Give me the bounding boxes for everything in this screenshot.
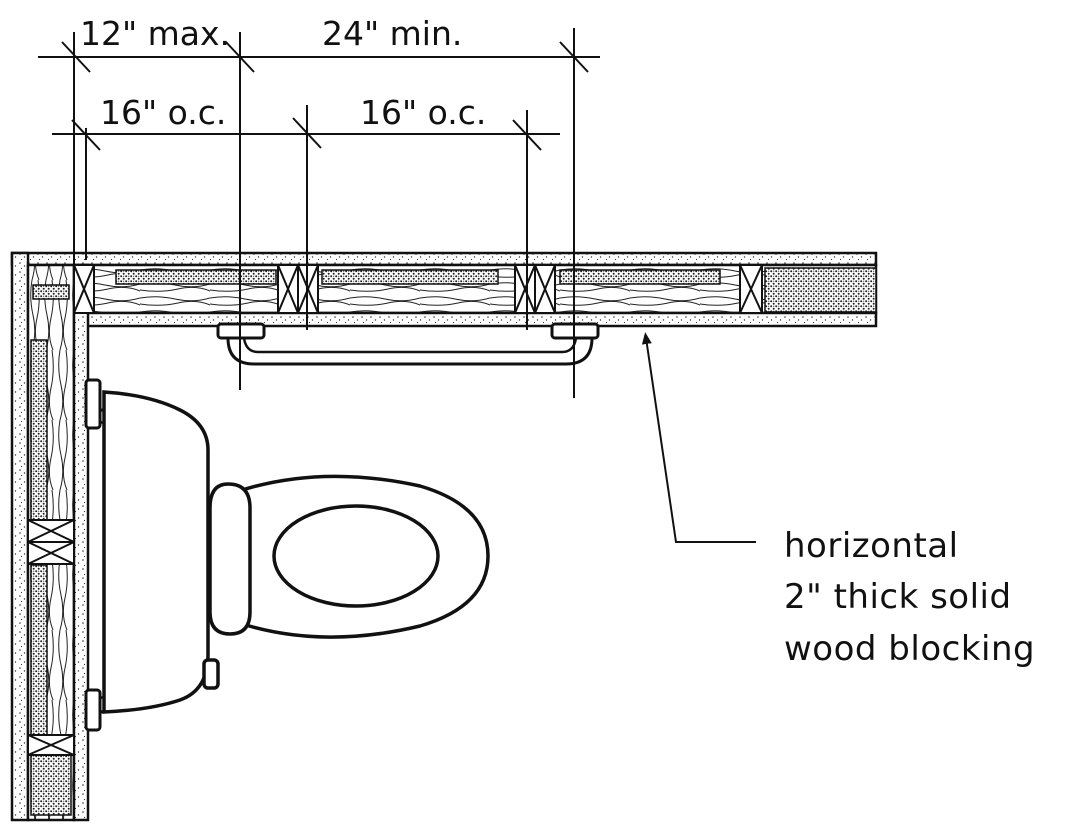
- dim-label-24-min: 24" min.: [322, 14, 462, 53]
- dim-label-12-max: 12" max.: [80, 14, 230, 53]
- note-line-3: wood blocking: [784, 629, 1035, 669]
- leader-arrow: [641, 332, 756, 543]
- dim-label-16-oc-right: 16" o.c.: [360, 93, 486, 132]
- grab-bar: [216, 322, 600, 366]
- dim-label-16-oc-left: 16" o.c.: [100, 93, 226, 132]
- studs-left: [27, 519, 75, 756]
- note-line-1: horizontal: [784, 526, 959, 566]
- toilet: [102, 390, 490, 714]
- dimension-lines: [38, 28, 600, 420]
- note-line-2: 2" thick solid: [784, 577, 1012, 617]
- wall-left: [10, 251, 90, 822]
